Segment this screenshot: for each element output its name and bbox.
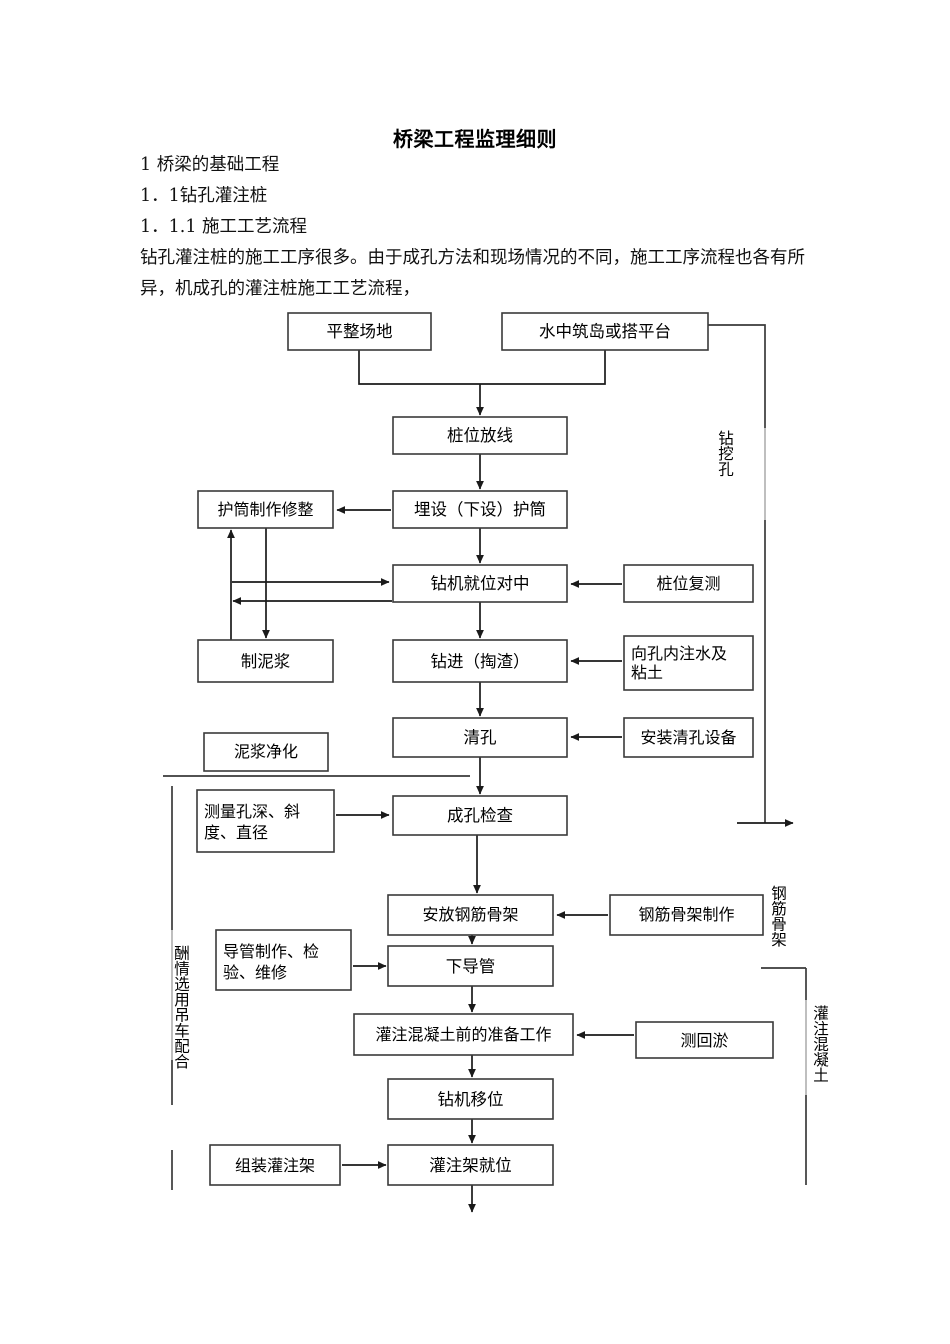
node-gang-jin-gu-jia-zhi-zuo[interactable]: 钢筋骨架制作: [609, 894, 764, 936]
node-label: 护筒制作修整: [217, 500, 313, 519]
node-ping-zheng-chang-di[interactable]: 平整场地: [287, 312, 432, 351]
stage-brackets: [163, 324, 807, 1190]
node-label: 平整场地: [327, 322, 393, 341]
node-ce-liang-kong-shen[interactable]: 测量孔深、斜 度、直径: [196, 789, 335, 853]
node-label: 钻机就位对中: [431, 574, 530, 593]
stage-label-diao-che-pei-he: 酬情选用吊车配合: [172, 945, 190, 1070]
node-label: 钻进（掏渣）: [431, 652, 530, 671]
node-an-fang-gang-jin-gu-jia[interactable]: 安放钢筋骨架: [387, 894, 554, 936]
node-label-line1: 导管制作、检: [223, 942, 319, 961]
node-label: 安放钢筋骨架: [422, 905, 518, 924]
paragraph-body: 钻孔灌注桩的施工工序很多。由于成孔方法和现场情况的不同，施工工序流程也各有所异，…: [140, 248, 805, 299]
paragraph-heading-2: 1．1钻孔灌注桩: [140, 186, 268, 206]
paragraph-heading-1: 1 桥梁的基础工程: [140, 155, 280, 175]
node-zu-zhuang-guan-zhu-jia[interactable]: 组装灌注架: [209, 1144, 341, 1186]
node-label-line1: 测量孔深、斜: [204, 802, 300, 821]
stage-label-guan-zhu-hun-ning-tu: 灌注混凝土: [811, 1005, 829, 1083]
node-label: 埋设（下设）护筒: [414, 500, 546, 519]
node-label: 钢筋骨架制作: [638, 905, 734, 924]
node-shui-zhong-zhu-dao[interactable]: 水中筑岛或搭平台: [501, 312, 709, 351]
node-label: 制泥浆: [241, 652, 291, 671]
paragraph-heading-3: 1．1.1 施工工艺流程: [140, 217, 308, 237]
node-xiang-kong-nei-zhu-shui[interactable]: 向孔内注水及 粘土: [623, 635, 754, 691]
node-hu-tong-zhi-zuo-xiu-zheng[interactable]: 护筒制作修整: [197, 490, 334, 529]
page-title: 桥梁工程监理细则: [393, 127, 557, 151]
node-ce-hui-yu[interactable]: 测回淤: [635, 1021, 774, 1059]
node-label: 钻机移位: [438, 1090, 504, 1109]
node-zuan-jin-tao-zha[interactable]: 钻进（掏渣）: [392, 639, 568, 683]
node-label-line2: 粘土: [631, 663, 663, 682]
node-label: 水中筑岛或搭平台: [539, 322, 671, 341]
stage-label-gang-jin-gu-jia: 钢筋骨架: [769, 885, 787, 948]
node-label: 下导管: [446, 957, 496, 976]
node-dao-guan-zhi-zuo[interactable]: 导管制作、检 验、维修: [215, 929, 352, 991]
node-label-line2: 度、直径: [204, 823, 268, 842]
node-label: 灌注架就位: [429, 1156, 512, 1175]
node-an-zhuang-qing-kong-she-bei[interactable]: 安装清孔设备: [623, 717, 754, 758]
node-zhi-ni-jiang[interactable]: 制泥浆: [197, 639, 334, 683]
node-qing-kong[interactable]: 清孔: [392, 717, 568, 758]
stage-labels: 钻挖孔 钢筋骨架 灌注混凝土 酬情选用吊车配合: [172, 430, 829, 1083]
node-label: 桩位复测: [656, 574, 720, 593]
node-zuan-ji-yi-wei[interactable]: 钻机移位: [387, 1078, 554, 1120]
flow-connectors: [227, 350, 634, 1213]
node-zhuang-wei-fang-xian[interactable]: 桩位放线: [392, 416, 568, 455]
node-label: 安装清孔设备: [640, 728, 736, 747]
node-label: 泥浆净化: [234, 742, 298, 761]
node-label: 测回淤: [680, 1031, 728, 1050]
flow-nodes: 平整场地 水中筑岛或搭平台 桩位放线 埋设（下设）护筒 护筒制作修整 钻机就位对: [196, 312, 774, 1186]
node-label: 成孔检查: [447, 806, 513, 825]
node-zuan-ji-jiu-wei-dui-zhong[interactable]: 钻机就位对中: [392, 564, 568, 603]
node-guan-zhu-jia-jiu-wei[interactable]: 灌注架就位: [387, 1144, 554, 1186]
node-label-line2: 验、维修: [223, 963, 287, 982]
node-ni-jiang-jing-hua[interactable]: 泥浆净化: [203, 732, 329, 772]
node-label: 清孔: [464, 728, 497, 747]
node-label: 组装灌注架: [235, 1156, 315, 1175]
node-label: 灌注混凝土前的准备工作: [375, 1025, 551, 1044]
node-guan-zhu-zhun-bei[interactable]: 灌注混凝土前的准备工作: [353, 1013, 574, 1056]
node-xia-dao-guan[interactable]: 下导管: [387, 945, 554, 987]
node-mai-she-hu-tong[interactable]: 埋设（下设）护筒: [392, 490, 568, 529]
node-label: 桩位放线: [447, 426, 513, 445]
stage-label-zuan-wa-kong: 钻挖孔: [716, 430, 734, 478]
node-zhuang-wei-fu-ce[interactable]: 桩位复测: [623, 564, 754, 603]
node-label-line1: 向孔内注水及: [631, 644, 727, 663]
node-cheng-kong-jian-cha[interactable]: 成孔检查: [392, 795, 568, 836]
